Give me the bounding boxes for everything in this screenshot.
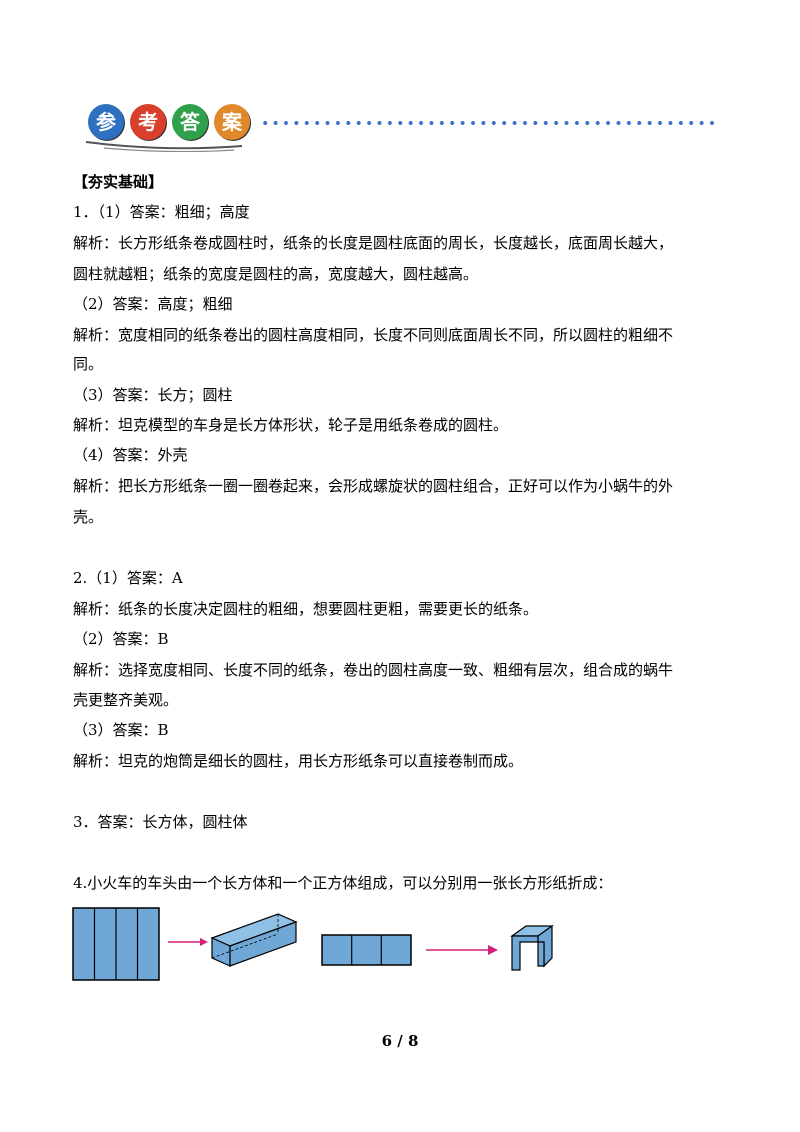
- answer-1-2: （2）答案：高度；粗细: [73, 295, 233, 313]
- answer-4: 4.小火车的车头由一个长方体和一个正方体组成，可以分别用一张长方形纸折成：: [73, 874, 613, 892]
- analysis-2-1: 解析：纸条的长度决定圆柱的粗细，想要圆柱更粗，需要更长的纸条。: [73, 600, 539, 618]
- paper-strips-figure: [72, 907, 160, 981]
- three-squares-figure: [321, 934, 412, 966]
- cuboid-tube-figure: [210, 913, 298, 967]
- banner-char-2: 考: [130, 104, 166, 140]
- answer-1-3: （3）答案：长方；圆柱: [73, 386, 233, 404]
- banner-char-4: 案: [214, 104, 250, 140]
- arrow-icon: [426, 945, 498, 955]
- analysis-1-3: 解析：坦克模型的车身是长方体形状，轮子是用纸条卷成的圆柱。: [73, 416, 509, 434]
- answer-2-1: 2.（1）答案：A: [73, 569, 183, 587]
- arrow-icon: [168, 938, 208, 946]
- analysis-1-2-line1: 解析：宽度相同的纸条卷出的圆柱高度相同，长度不同则底面周长不同，所以圆柱的粗细不: [73, 326, 674, 344]
- answer-1-1: 1．（1）答案：粗细；高度: [73, 203, 250, 221]
- analysis-1-1-line1: 解析：长方形纸条卷成圆柱时，纸条的长度是圆柱底面的周长，长度越长，底面周长越大，: [73, 234, 674, 252]
- section-title: 【夯实基础】: [73, 173, 164, 191]
- analysis-1-4-line1: 解析：把长方形纸条一圈一圈卷起来，会形成螺旋状的圆柱组合，正好可以作为小蜗牛的外: [73, 477, 674, 495]
- answer-2-2: （2）答案：B: [73, 630, 169, 648]
- folded-arch-figure: [510, 924, 554, 971]
- analysis-2-3: 解析：坦克的炮筒是细长的圆柱，用长方形纸条可以直接卷制而成。: [73, 752, 524, 770]
- answer-3: 3．答案：长方体，圆柱体: [73, 813, 248, 831]
- analysis-2-2-line2: 壳更整齐美观。: [73, 691, 179, 709]
- banner-swoosh: [85, 141, 243, 152]
- analysis-1-2-line2: 同。: [73, 355, 104, 373]
- answer-2-3: （3）答案：B: [73, 721, 169, 739]
- banner-char-1: 参: [88, 104, 124, 140]
- analysis-1-1-line2: 圆柱就越粗；纸条的宽度是圆柱的高，宽度越大，圆柱越高。: [73, 265, 479, 283]
- answer-banner: 参 考 答 案: [82, 98, 722, 160]
- folding-figures: [72, 907, 554, 981]
- analysis-1-4-line2: 壳。: [73, 508, 104, 526]
- page-number: 6 / 8: [381, 1032, 419, 1050]
- banner-dotted-line: [260, 120, 720, 126]
- answer-1-4: （4）答案：外壳: [73, 446, 188, 464]
- analysis-2-2-line1: 解析：选择宽度相同、长度不同的纸条，卷出的圆柱高度一致、粗细有层次，组合成的蜗牛: [73, 661, 674, 679]
- banner-char-3: 答: [172, 104, 208, 140]
